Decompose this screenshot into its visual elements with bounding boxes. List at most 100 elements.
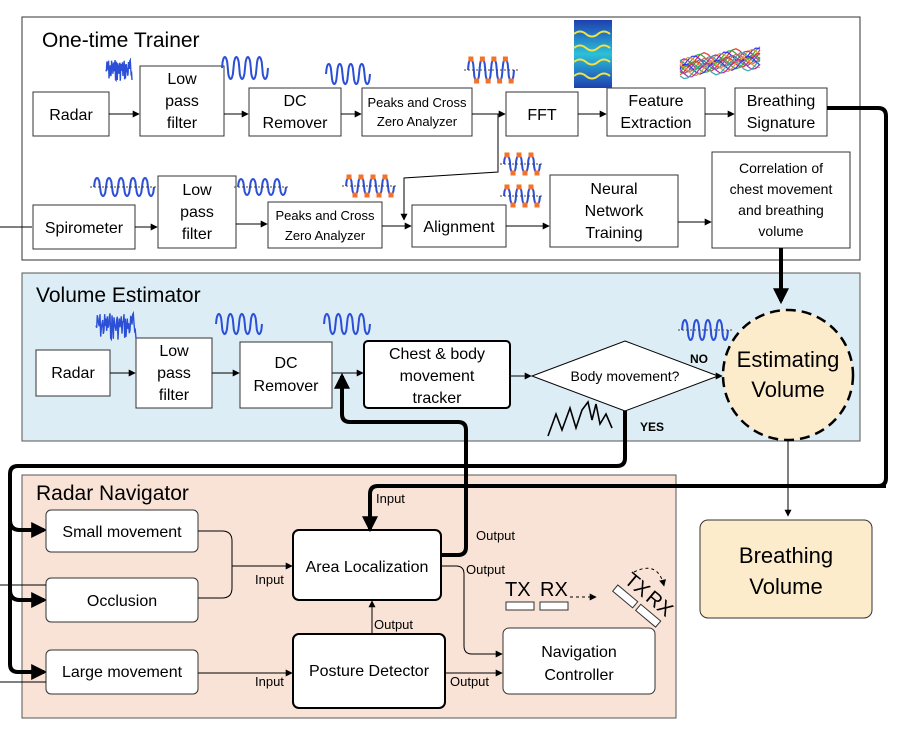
estimating-line2: Volume bbox=[751, 377, 824, 402]
alignment-label: Alignment bbox=[423, 219, 495, 236]
wave-signal-icon bbox=[90, 176, 158, 198]
nn-line2: Network bbox=[585, 203, 645, 220]
feature-lines-icon bbox=[679, 46, 761, 80]
wave-signal-icon bbox=[215, 312, 263, 336]
input-label-area-top: Input bbox=[376, 491, 405, 506]
estimator-dc-line2: Remover bbox=[254, 378, 320, 395]
navigation-line1: Navigation bbox=[541, 644, 617, 661]
trainer-dc-box bbox=[248, 87, 342, 137]
trainer-lpf-line3: filter bbox=[167, 115, 198, 132]
trainer-lpf2-box bbox=[157, 175, 237, 249]
occlusion-label: Occlusion bbox=[87, 593, 157, 610]
trainer-peaks2-line1: Peaks and Cross bbox=[276, 208, 375, 223]
estimating-volume-circle bbox=[721, 308, 855, 442]
no-label: NO bbox=[690, 352, 708, 366]
posture-detector-label: Posture Detector bbox=[309, 663, 430, 680]
trainer-peaks2-line2: Zero Analyzer bbox=[285, 228, 366, 243]
wave-signal-icon bbox=[678, 318, 732, 342]
tx-label: TX bbox=[505, 579, 531, 601]
output-label-posture-nav: Output bbox=[450, 674, 489, 689]
estimator-radar-box bbox=[35, 349, 111, 397]
estimator-dc-line1: DC bbox=[274, 355, 297, 372]
yes-label: YES bbox=[640, 420, 664, 434]
trainer-title: One-time Trainer bbox=[42, 29, 200, 52]
wave-signal-icon bbox=[234, 177, 290, 197]
nn-line1: Neural bbox=[590, 181, 637, 198]
peaks-signal-icon bbox=[342, 174, 398, 198]
fft-label: FFT bbox=[527, 107, 557, 124]
tracker-line1: Chest & body bbox=[389, 346, 485, 363]
arrow-area-to-dc bbox=[334, 372, 468, 557]
trainer-peaks-line2: Zero Analyzer bbox=[377, 114, 458, 129]
arrow-yes-to-navigator bbox=[8, 411, 627, 680]
alignment-box bbox=[411, 204, 507, 248]
nn-line3: Training bbox=[585, 225, 642, 242]
nn-box bbox=[549, 174, 679, 248]
feature-line2: Extraction bbox=[620, 115, 691, 132]
large-movement-box bbox=[45, 649, 199, 695]
wave-signal-icon bbox=[325, 62, 371, 86]
line-small-merge bbox=[198, 530, 233, 599]
trainer-lpf2-line3: filter bbox=[182, 226, 213, 243]
tracker-box bbox=[363, 340, 511, 409]
signature-line2: Signature bbox=[747, 115, 816, 132]
estimator-lpf-line1: Low bbox=[159, 343, 189, 360]
signature-box bbox=[734, 87, 828, 137]
arrow-yes-small bbox=[8, 519, 48, 538]
trainer-peaks-box bbox=[361, 87, 473, 137]
output-label-area-up: Output bbox=[476, 528, 515, 543]
trainer-lpf-line1: Low bbox=[167, 71, 197, 88]
peaks-signal-icon bbox=[500, 152, 544, 176]
trainer-lpf-line2: pass bbox=[165, 93, 199, 110]
breathing-volume-line1: Breathing bbox=[739, 543, 833, 568]
output-label-area-nav: Output bbox=[466, 562, 505, 577]
trainer-dc-line2: Remover bbox=[263, 115, 329, 132]
posture-detector-box bbox=[292, 633, 446, 709]
large-movement-label: Large movement bbox=[62, 664, 183, 681]
arrow-area-nav bbox=[441, 565, 503, 658]
fft-spectrogram-icon bbox=[573, 20, 612, 88]
noise-signal-icon bbox=[95, 310, 137, 342]
trainer-radar-label: Radar bbox=[49, 107, 93, 124]
navigation-line2: Controller bbox=[544, 667, 614, 684]
peaks-signal-icon bbox=[464, 56, 518, 84]
tracker-line3: tracker bbox=[413, 390, 463, 407]
small-movement-label: Small movement bbox=[62, 524, 182, 541]
output-label-posture-up: Output bbox=[374, 617, 413, 632]
wave-signal-icon bbox=[323, 312, 371, 336]
tx-antenna-icon bbox=[505, 601, 535, 611]
signature-line1: Breathing bbox=[747, 93, 816, 110]
wave-signal-icon bbox=[221, 55, 269, 81]
estimator-lpf-line2: pass bbox=[157, 365, 191, 382]
input-label-area-left: Input bbox=[255, 572, 284, 587]
correlation-line3: and breathing bbox=[738, 202, 824, 218]
feature-box bbox=[606, 87, 706, 137]
correlation-line2: chest movement bbox=[730, 181, 833, 197]
trainer-lpf2-line1: Low bbox=[182, 182, 212, 199]
trainer-peaks-line1: Peaks and Cross bbox=[368, 95, 467, 110]
input-label-posture: Input bbox=[255, 674, 284, 689]
rx-antenna-icon bbox=[539, 601, 569, 611]
breathing-volume-line2: Volume bbox=[749, 574, 822, 599]
arrow-yes-occlusion bbox=[8, 589, 48, 608]
tracker-line2: movement bbox=[400, 368, 475, 385]
breathing-volume-box bbox=[699, 519, 873, 619]
trainer-dc-line1: DC bbox=[283, 93, 306, 110]
correlation-box bbox=[711, 151, 851, 249]
feature-line1: Feature bbox=[628, 93, 683, 110]
trainer-lpf-box bbox=[139, 65, 225, 137]
navigation-controller-box bbox=[502, 627, 656, 695]
area-localization-label: Area Localization bbox=[306, 559, 429, 576]
fft-box bbox=[505, 91, 579, 137]
spirometer-box bbox=[32, 204, 136, 250]
rotate-arrow-icon bbox=[633, 567, 666, 587]
arrow-peaks-alignment bbox=[400, 114, 499, 221]
trainer-lpf2-line2: pass bbox=[180, 204, 214, 221]
decision-label: Body movement? bbox=[571, 368, 680, 384]
trainer-peaks2-box bbox=[267, 201, 383, 249]
motion-signal-icon bbox=[547, 400, 613, 437]
estimator-title: Volume Estimator bbox=[36, 284, 201, 307]
correlation-line4: volume bbox=[758, 223, 803, 239]
